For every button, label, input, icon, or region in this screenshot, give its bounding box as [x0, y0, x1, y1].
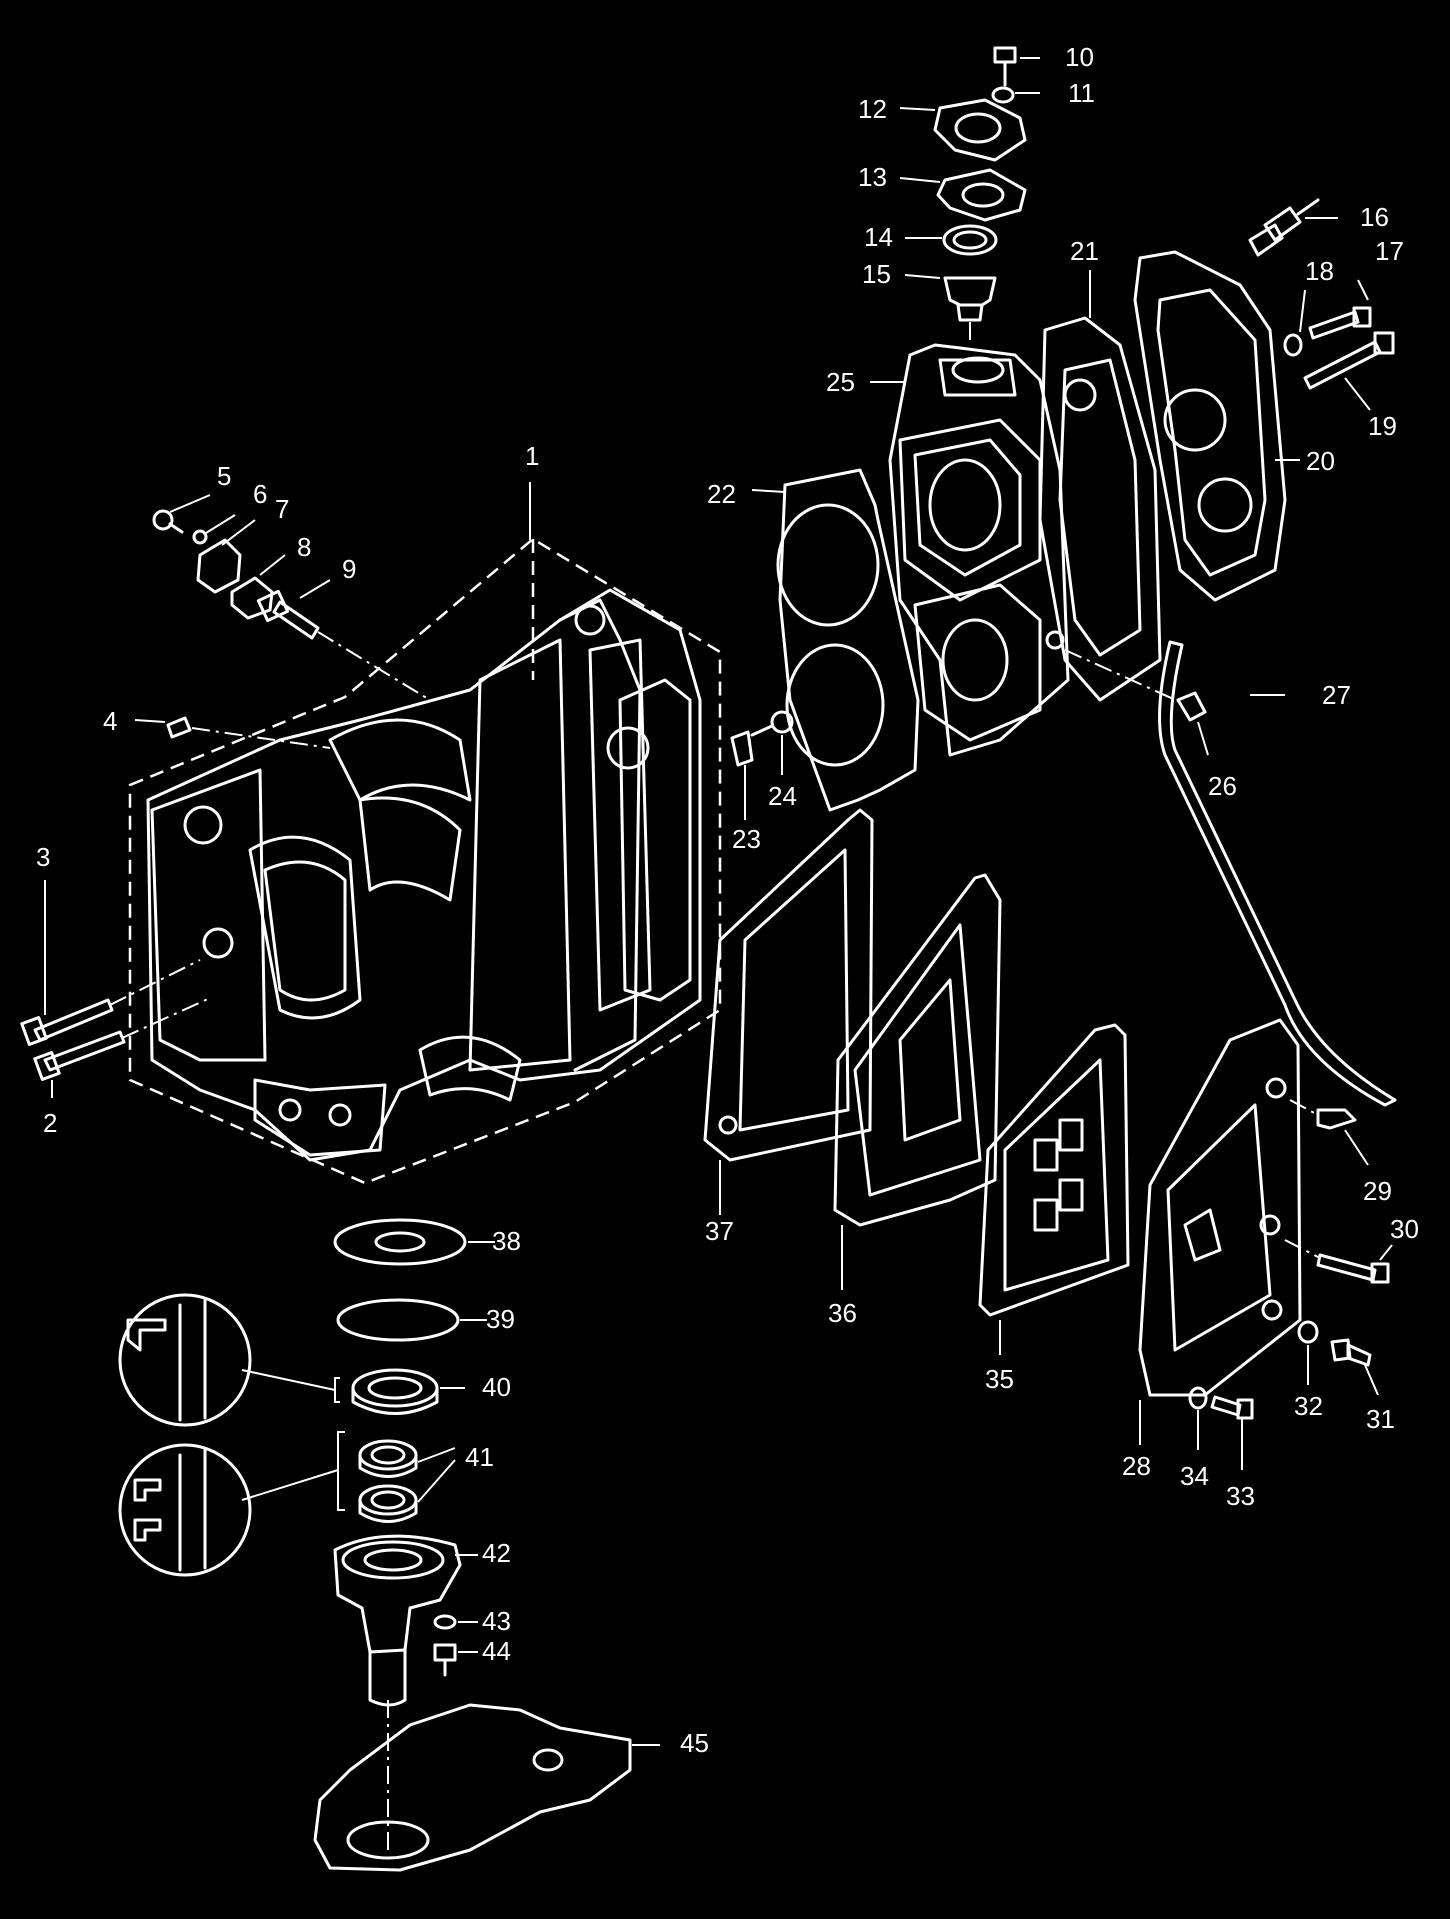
label-17: 17	[1375, 236, 1404, 266]
label-27: 27	[1322, 680, 1351, 710]
label-30: 30	[1390, 1214, 1419, 1244]
screw-24	[750, 710, 794, 775]
plate-35	[978, 1023, 1130, 1355]
bolt-31	[1330, 1338, 1379, 1396]
callout-labels: 1 2 3 4 5 6 7 8 9 10 11 12 13 14 15 16 1…	[36, 42, 1419, 1758]
label-33: 33	[1226, 1481, 1255, 1511]
ring-14	[905, 224, 998, 256]
label-6: 6	[253, 479, 267, 509]
thermostat-15	[904, 274, 997, 345]
label-16: 16	[1360, 202, 1389, 232]
label-44: 44	[482, 1636, 511, 1666]
label-4: 4	[103, 706, 117, 736]
washer-11	[991, 86, 1040, 104]
label-31: 31	[1366, 1404, 1395, 1434]
grommet-8	[230, 554, 286, 620]
screw-44	[433, 1643, 478, 1677]
head-cover-20	[1133, 250, 1300, 602]
label-29: 29	[1363, 1176, 1392, 1206]
thermostat-cover-12	[899, 98, 1027, 162]
label-34: 34	[1180, 1461, 1209, 1491]
label-25: 25	[826, 367, 855, 397]
oil-seals-41	[241, 1431, 456, 1523]
washer-32	[1297, 1320, 1319, 1385]
bolt-19	[1303, 331, 1395, 411]
cylinder-head-25	[870, 343, 1070, 757]
label-42: 42	[482, 1538, 511, 1568]
bolt-30	[1284, 1239, 1393, 1284]
label-37: 37	[705, 1216, 734, 1246]
label-1: 1	[525, 441, 539, 471]
label-22: 22	[707, 479, 736, 509]
label-14: 14	[864, 222, 893, 252]
label-8: 8	[297, 532, 311, 562]
label-40: 40	[482, 1372, 511, 1402]
washer-18	[1283, 289, 1306, 357]
label-38: 38	[492, 1226, 521, 1256]
label-9: 9	[342, 554, 356, 584]
washer-34	[1188, 1386, 1208, 1450]
bolt-33	[1210, 1395, 1254, 1470]
bolt-10	[993, 46, 1040, 87]
oil-seal-40	[241, 1368, 465, 1415]
exhaust-cover-28	[1138, 1018, 1302, 1445]
head-gasket-21	[1038, 270, 1162, 702]
label-45: 45	[680, 1728, 709, 1758]
label-5: 5	[217, 461, 231, 491]
label-20: 20	[1306, 446, 1335, 476]
label-43: 43	[482, 1606, 511, 1636]
o-ring-39	[336, 1298, 487, 1342]
label-13: 13	[858, 162, 887, 192]
detail-circle-41	[118, 1443, 252, 1577]
label-39: 39	[486, 1304, 515, 1334]
bolt-2	[33, 1030, 126, 1098]
label-18: 18	[1305, 256, 1334, 286]
dowel-pin-4	[134, 716, 331, 749]
plate-36	[833, 873, 1002, 1290]
label-23: 23	[732, 824, 761, 854]
label-2: 2	[43, 1108, 57, 1138]
label-11: 11	[1068, 78, 1095, 108]
bolt-3	[20, 880, 211, 1046]
gasket-13	[899, 168, 1027, 222]
label-19: 19	[1368, 411, 1397, 441]
label-35: 35	[985, 1364, 1014, 1394]
spark-plug-16	[1248, 198, 1338, 257]
label-26: 26	[1208, 771, 1237, 801]
detail-circle-40	[118, 1293, 252, 1427]
screw-5-washer-6-plate-7	[152, 494, 256, 594]
gasket-45	[313, 1700, 660, 1872]
clip-23	[730, 730, 754, 820]
gasket-37	[703, 808, 874, 1215]
housing-42	[333, 1534, 478, 1707]
crankcase-block	[128, 537, 722, 1185]
label-24: 24	[768, 781, 797, 811]
hose-27	[1158, 640, 1397, 1107]
head-gasket-22	[751, 468, 920, 812]
plate-38	[333, 1218, 495, 1266]
label-28: 28	[1122, 1451, 1151, 1481]
label-10: 10	[1065, 42, 1094, 72]
label-7: 7	[275, 494, 289, 524]
label-12: 12	[858, 94, 887, 124]
bolt-9	[256, 579, 431, 701]
label-36: 36	[828, 1298, 857, 1328]
label-15: 15	[862, 259, 891, 289]
fitting-29	[1289, 1099, 1369, 1166]
label-21: 21	[1070, 236, 1099, 266]
clamp-26	[1064, 649, 1209, 756]
bolt-17	[1308, 279, 1372, 340]
label-41: 41	[465, 1442, 494, 1472]
label-3: 3	[36, 842, 50, 872]
washer-43	[433, 1614, 478, 1630]
label-32: 32	[1294, 1391, 1323, 1421]
